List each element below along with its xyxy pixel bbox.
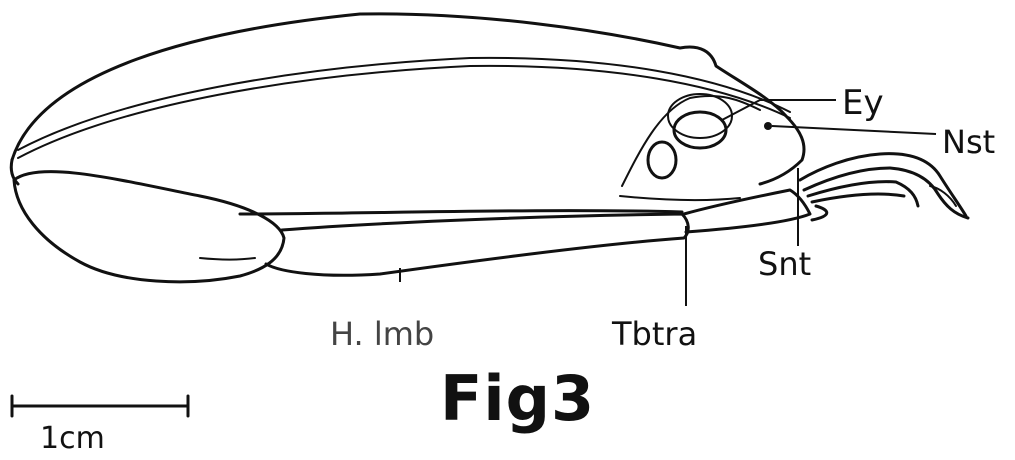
head-features bbox=[622, 94, 772, 186]
label-eye: Ey bbox=[842, 86, 884, 120]
label-hind-limb: H. lmb bbox=[330, 318, 434, 350]
scale-bar-label: 1cm bbox=[40, 424, 105, 454]
tympanum-shape bbox=[648, 142, 676, 178]
shank-outline bbox=[266, 214, 688, 282]
foot-outline bbox=[684, 154, 968, 232]
thigh-outline bbox=[14, 172, 284, 282]
eye-shape bbox=[674, 112, 726, 148]
scale-bar bbox=[12, 396, 188, 416]
nostril-dot bbox=[764, 122, 772, 130]
label-nostril: Nst bbox=[942, 126, 995, 158]
figure-caption: Fig3 bbox=[440, 368, 595, 430]
label-snout: Snt bbox=[758, 248, 811, 280]
label-tibiotarsus: Tbtra bbox=[612, 318, 697, 350]
